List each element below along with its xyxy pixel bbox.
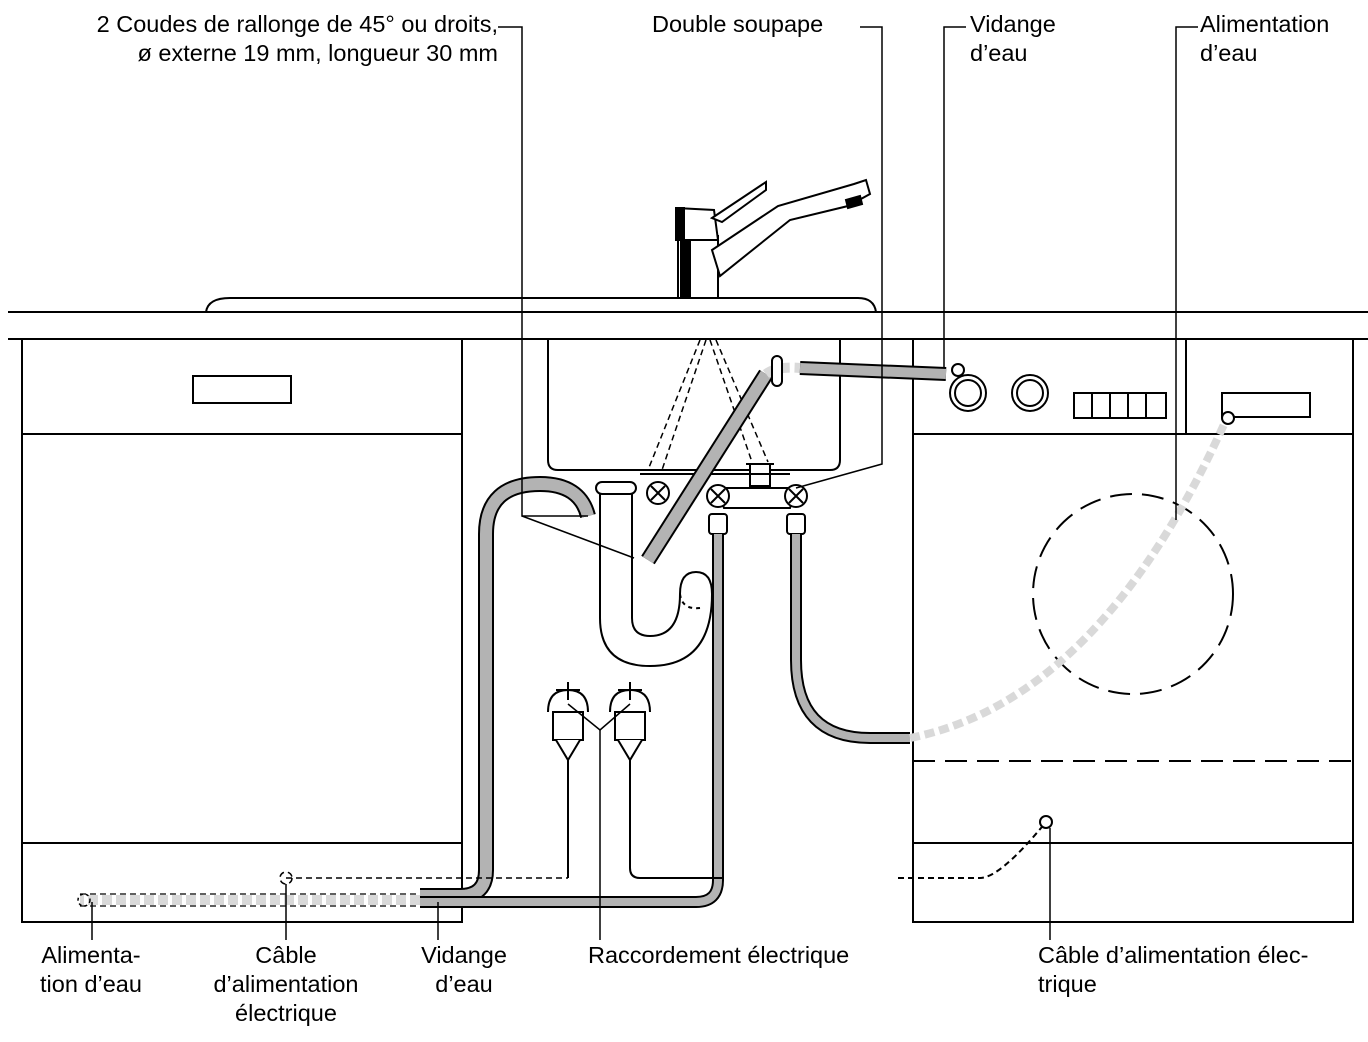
cable-right-label-line1: Câble d’alimentation élec- (1038, 942, 1309, 968)
elbows-label: 2 Coudes de rallonge de 45° ou droits, ø… (4, 10, 498, 68)
cable-bottom-label-line2: d’alimentation (213, 971, 359, 997)
electrical-connection-label-text: Raccordement électrique (588, 942, 850, 968)
double-valve-label: Double soupape (652, 10, 823, 39)
faucet-supply-tubes (647, 339, 769, 471)
cable-bottom-label: Câble d’alimentation électrique (196, 941, 376, 1028)
countertop (8, 297, 1368, 340)
electrical-connection-label: Raccordement électrique (588, 941, 849, 970)
supply-top-label: Alimentation d’eau (1200, 10, 1329, 68)
supply-bottom-label-line2: tion d’eau (40, 971, 142, 997)
washing-machine-supply-hose (790, 411, 1235, 744)
cable-right-label: Câble d’alimentation élec- trique (1038, 941, 1308, 999)
supply-bottom-label: Alimenta- tion d’eau (16, 941, 166, 999)
drain-top-label: Vidange d’eau (970, 10, 1056, 68)
double-valve (640, 463, 808, 535)
elbows-label-line2: ø externe 19 mm, longueur 30 mm (137, 40, 499, 66)
cable-right-label-line2: trique (1038, 971, 1097, 997)
dishwasher-cable (279, 871, 568, 885)
supply-bottom-label-line1: Alimenta- (41, 942, 141, 968)
drain-bottom-label-line2: d’eau (435, 971, 493, 997)
drain-bottom-label-line1: Vidange (421, 942, 507, 968)
dishwasher-supply-hose (77, 534, 724, 908)
dishwasher (21, 338, 463, 923)
drain-bottom-label: Vidange d’eau (400, 941, 528, 999)
supply-top-label-line1: Alimentation (1200, 11, 1330, 37)
supply-top-label-line2: d’eau (1200, 40, 1258, 66)
drain-top-label-line1: Vidange (970, 11, 1056, 37)
electrical-plugs (547, 682, 1053, 879)
drain-elbow (641, 355, 965, 565)
cable-bottom-label-line3: électrique (235, 1000, 337, 1026)
dishwasher-drain-hose (420, 475, 596, 904)
cable-bottom-label-line1: Câble (255, 942, 317, 968)
sink-basin (547, 339, 841, 471)
drain-top-label-line2: d’eau (970, 40, 1028, 66)
washing-machine (912, 338, 1354, 923)
elbows-label-line1: 2 Coudes de rallonge de 45° ou droits, (96, 11, 498, 37)
siphon-trap (595, 481, 713, 668)
faucet (675, 178, 872, 299)
leader-lines (91, 26, 1198, 940)
double-valve-label-text: Double soupape (652, 11, 824, 37)
